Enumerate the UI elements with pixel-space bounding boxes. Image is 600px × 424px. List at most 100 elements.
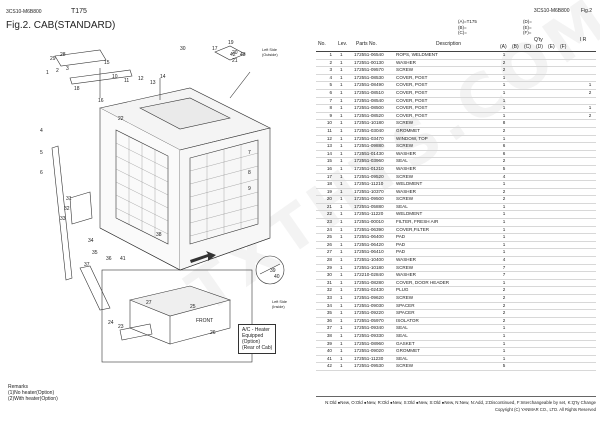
side-note-outside: Left Side (Outside) bbox=[262, 48, 278, 57]
cell-no: 23 bbox=[326, 219, 332, 225]
cell-qty-a: 2 bbox=[502, 67, 506, 73]
condition-b: (B)= bbox=[458, 24, 467, 30]
cell-description: SEAL bbox=[396, 203, 408, 209]
cell-r: 1 bbox=[588, 105, 592, 111]
cell-no: 29 bbox=[326, 264, 332, 270]
qty-col-d: (D) bbox=[536, 44, 543, 50]
callout-38: 38 bbox=[156, 232, 162, 238]
cell-lev: 1 bbox=[340, 67, 343, 73]
callout-32: 32 bbox=[64, 206, 70, 212]
cell-part-number: 172551-08510 bbox=[354, 89, 384, 95]
cell-no: 12 bbox=[326, 135, 332, 141]
cell-part-number: 172551-06410 bbox=[354, 249, 384, 255]
cell-lev: 1 bbox=[340, 52, 343, 57]
cell-part-number: 172551-05880 bbox=[354, 203, 384, 209]
cell-no: 25 bbox=[326, 234, 332, 240]
cell-part-number: 172551-09330 bbox=[354, 332, 384, 338]
heater-note-line: (Option) bbox=[242, 339, 261, 345]
cell-qty-a: 2 bbox=[502, 188, 506, 194]
callout-12: 12 bbox=[138, 76, 144, 82]
cell-no: 13 bbox=[326, 143, 332, 149]
cell-lev: 1 bbox=[340, 143, 343, 149]
cell-qty-a: 1 bbox=[502, 211, 506, 217]
cell-description: WASHER bbox=[396, 165, 416, 171]
cell-qty-a: 1 bbox=[502, 74, 506, 80]
cell-part-number: 172551-11230 bbox=[354, 355, 384, 361]
footer-legend: N:Old ●New, O:Old ●New, R:Old ●New, S:Ol… bbox=[325, 400, 596, 405]
condition-c: (C)= bbox=[458, 30, 467, 35]
copyright: Copyright (C) YANMAR CO., LTD. All Right… bbox=[495, 407, 596, 412]
cell-part-number: 172551-08490 bbox=[354, 82, 384, 88]
model-name: T175 bbox=[70, 8, 87, 15]
col-parts-no: Parts No. bbox=[356, 41, 377, 47]
cell-qty-a: 4 bbox=[502, 173, 506, 179]
cell-qty-a: 1 bbox=[502, 234, 506, 240]
callout-10: 10 bbox=[112, 74, 118, 80]
cell-part-number: 172551-11210 bbox=[354, 181, 384, 187]
callout-17: 17 bbox=[212, 46, 218, 52]
cell-r: 1 bbox=[588, 82, 592, 88]
header-left: 3CS10-M6B800 T175 bbox=[6, 8, 87, 15]
cell-part-number: 172551-10180 bbox=[354, 264, 384, 270]
cell-description: COVER, POST bbox=[396, 82, 428, 88]
cell-description: WASHER bbox=[396, 150, 416, 156]
cell-part-number: 172551-08280 bbox=[354, 279, 384, 285]
cell-qty-a: 1 bbox=[502, 325, 506, 331]
side-note-inside: Left Side (Inside) bbox=[272, 300, 287, 309]
cell-no: 24 bbox=[326, 226, 332, 232]
callout-20: 20 bbox=[232, 50, 238, 56]
cell-description: WASHER bbox=[396, 59, 416, 65]
cell-lev: 1 bbox=[340, 89, 343, 95]
cell-lev: 1 bbox=[340, 332, 343, 338]
heater-note-line: Equipped bbox=[242, 333, 264, 339]
cell-no: 30 bbox=[326, 272, 332, 278]
cell-lev: 1 bbox=[340, 249, 343, 255]
cell-lev: 1 bbox=[340, 355, 343, 361]
cell-r: 2 bbox=[588, 89, 592, 95]
callout-40: 40 bbox=[274, 274, 280, 280]
cell-description: COVER, POST bbox=[396, 97, 428, 103]
cell-description: SCREW bbox=[396, 264, 414, 270]
cell-lev: 1 bbox=[340, 196, 343, 202]
cell-qty-a: 1 bbox=[502, 226, 506, 232]
cell-no: 11 bbox=[327, 127, 332, 133]
qty-col-a: (A) bbox=[500, 44, 507, 50]
cell-qty-a: 6 bbox=[502, 143, 506, 149]
cell-part-number: 172551-09880 bbox=[354, 143, 384, 149]
cell-qty-a: 1 bbox=[502, 249, 506, 255]
cell-no: 26 bbox=[326, 241, 332, 247]
cell-no: 3 bbox=[329, 67, 332, 73]
side-note-line: Left Side bbox=[262, 48, 277, 52]
cell-qty-a: 2 bbox=[502, 295, 506, 300]
cell-description: SCREW bbox=[396, 295, 414, 300]
cell-description: SCREW bbox=[396, 120, 414, 126]
cell-qty-a: 1 bbox=[502, 105, 506, 111]
cell-description: SCREW bbox=[396, 143, 414, 149]
callout-43: 43 bbox=[240, 52, 246, 58]
cell-lev: 1 bbox=[340, 234, 343, 240]
callout-11: 11 bbox=[124, 78, 130, 84]
callout-24: 24 bbox=[108, 320, 114, 326]
conditions-left: (A)=T175 (B)= (C)= bbox=[458, 19, 477, 36]
remarks: Remarks (1)No heater(Option) (2)With hea… bbox=[8, 384, 58, 402]
cell-no: 4 bbox=[329, 74, 332, 80]
callout-2: 2 bbox=[56, 68, 59, 74]
callout-5: 5 bbox=[40, 150, 43, 156]
cell-no: 21 bbox=[326, 203, 332, 209]
cell-part-number: 172551-06390 bbox=[354, 226, 384, 232]
cell-part-number: 172551-03040 bbox=[354, 127, 384, 133]
cell-lev: 1 bbox=[340, 82, 343, 88]
cell-lev: 1 bbox=[340, 150, 343, 156]
cell-lev: 1 bbox=[340, 295, 343, 300]
cell-part-number: 172551-09220 bbox=[354, 310, 384, 316]
cell-no: 20 bbox=[326, 196, 332, 202]
callout-37: 37 bbox=[84, 262, 90, 268]
col-description: Description bbox=[436, 41, 462, 47]
